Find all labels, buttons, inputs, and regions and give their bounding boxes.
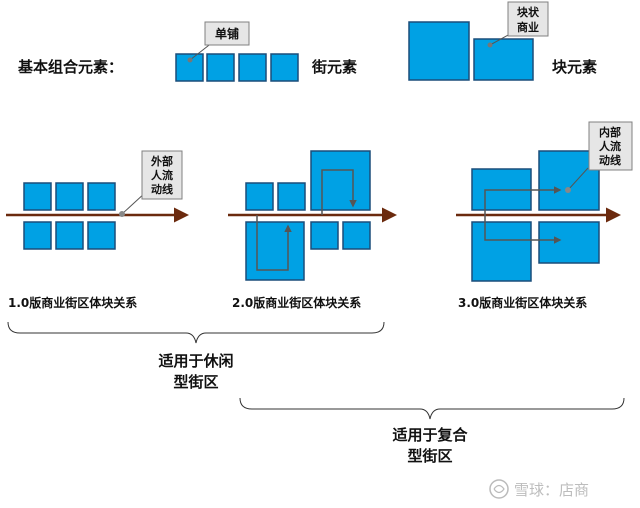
watermark: 雪球：店商 — [489, 479, 589, 499]
shop-block — [55, 221, 84, 250]
diagram-v1: 外部 人流 动线 — [6, 150, 189, 250]
shop-callout — [204, 21, 250, 46]
shop-callout-text: 单铺 — [215, 26, 239, 41]
inner-flow-line3: 动线 — [599, 153, 621, 167]
snowball-logo-icon — [489, 479, 509, 499]
medium-block — [538, 221, 600, 264]
inner-flow-callout — [588, 121, 633, 171]
block-callout-line1: 块状 — [517, 5, 540, 19]
callout-dot — [187, 57, 193, 63]
diagram-v2 — [228, 150, 397, 281]
shop-block — [277, 182, 306, 211]
complex-line2: 型街区 — [407, 447, 452, 465]
callout-leader — [489, 33, 511, 46]
block-element-label: 块元素 — [552, 58, 597, 76]
callout-dot — [119, 211, 125, 217]
leisure-line2: 型街区 — [173, 373, 218, 391]
callout-dot — [565, 187, 571, 193]
medium-block — [473, 38, 534, 81]
complex-line1: 适用于复合 — [392, 426, 468, 444]
version-1-label: 1.0版商业街区体块关系 — [8, 295, 137, 310]
inner-flow-path — [484, 186, 562, 215]
callout-dot — [487, 42, 493, 48]
leisure-brace — [7, 321, 385, 344]
snowball-logo-swirl — [493, 484, 505, 494]
inner-flow-path — [484, 215, 562, 244]
large-block — [408, 21, 470, 81]
leisure-line1: 适用于休闲 — [158, 352, 233, 370]
shop-block — [245, 182, 274, 211]
large-block — [245, 221, 305, 281]
version-2-label: 2.0版商业街区体块关系 — [232, 295, 361, 310]
block-callout — [507, 1, 549, 37]
inner-flow-line1: 内部 — [599, 125, 621, 139]
shop-block — [238, 53, 267, 82]
diagram-v3: 内部 人流 动线 — [456, 121, 633, 282]
shop-block — [23, 182, 52, 211]
shop-block — [206, 53, 235, 82]
shop-block — [310, 221, 339, 250]
shop-block — [87, 221, 116, 250]
inner-flow-line2: 人流 — [599, 139, 621, 153]
shop-block — [270, 53, 299, 82]
block-callout-line2: 商业 — [517, 20, 539, 34]
street-element-label: 街元素 — [311, 58, 357, 76]
outer-flow-line3: 动线 — [151, 182, 173, 196]
basic-elements-label: 基本组合元素： — [17, 58, 123, 76]
inner-flow-path — [256, 215, 292, 271]
shop-block — [342, 221, 371, 250]
callout-leader — [567, 167, 589, 191]
inner-flow-path — [321, 169, 357, 215]
complex-brace — [239, 397, 625, 420]
shop-block — [23, 221, 52, 250]
outer-flow-line2: 人流 — [151, 168, 173, 182]
shop-block — [55, 182, 84, 211]
large-block — [310, 150, 371, 211]
large-block — [471, 221, 532, 282]
outer-flow-line1: 外部 — [150, 154, 173, 168]
shop-block — [87, 182, 116, 211]
outer-flow-callout — [141, 150, 183, 200]
watermark-text: 雪球：店商 — [514, 481, 589, 499]
version-3-label: 3.0版商业街区体块关系 — [458, 295, 587, 310]
